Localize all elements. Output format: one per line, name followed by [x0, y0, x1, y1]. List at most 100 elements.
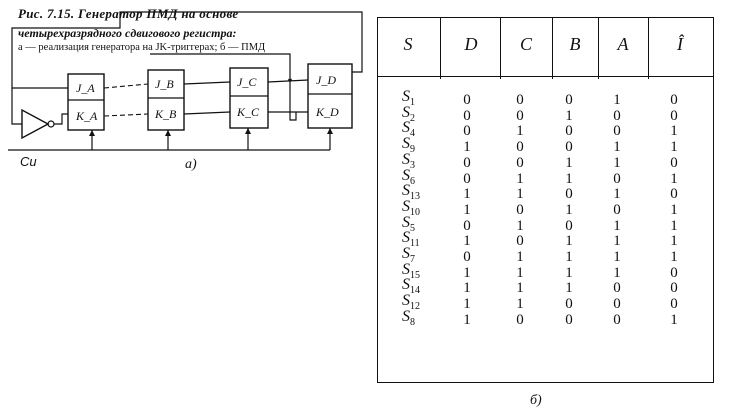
table-cell: 0	[613, 296, 621, 313]
table-cell: 1	[613, 249, 621, 265]
table-cell: 1	[463, 311, 471, 328]
table-cell: 0	[670, 280, 678, 297]
table-sublabel: б)	[530, 393, 542, 408]
table-cell: 0	[516, 107, 524, 124]
sequence-table	[377, 17, 714, 383]
table-cell: 1	[670, 139, 678, 156]
col-divider	[552, 17, 553, 79]
state-label: S14	[402, 276, 420, 297]
table-cell: 1	[565, 170, 573, 187]
wire-b-c-k	[183, 111, 231, 115]
state-label: S5	[402, 213, 415, 234]
table-cell: 1	[463, 186, 471, 203]
state-label: S1	[402, 88, 415, 109]
table-cell: 1	[565, 249, 573, 265]
header-b: B	[569, 34, 581, 54]
table-cell: 0	[516, 154, 524, 171]
header-c: C	[519, 34, 532, 54]
table-cell: 0	[565, 139, 573, 156]
wire-a-b-j	[103, 83, 149, 89]
pin-ka: K_A	[75, 109, 98, 123]
table-cell: 1	[670, 233, 678, 250]
table-cell: 1	[463, 201, 471, 218]
state-label: S13	[402, 182, 420, 203]
table-cell: 1	[613, 154, 621, 171]
table-cell: 1	[613, 217, 621, 234]
pin-jd: J_D	[316, 73, 336, 87]
table-cell: 1	[516, 217, 524, 234]
table-cell: 0	[565, 186, 573, 203]
table-cell: 0	[516, 311, 524, 328]
table-cell: 1	[613, 92, 621, 108]
col-divider	[648, 17, 649, 79]
table-cell: 0	[670, 107, 678, 124]
table-cell: 0	[463, 107, 471, 124]
table-cell: 0	[463, 92, 471, 108]
table-cell: 1	[516, 186, 524, 203]
header-s: S	[403, 34, 413, 54]
table-cell: 0	[516, 92, 524, 108]
table-cell: 1	[463, 233, 471, 250]
pin-jc: J_C	[237, 75, 257, 89]
table-cell: 0	[516, 139, 524, 156]
wire-c-d-j	[267, 79, 309, 83]
table-cell: 1	[565, 233, 573, 250]
col-divider	[500, 17, 501, 79]
table-cell: 0	[516, 233, 524, 250]
table-cell: 1	[670, 311, 678, 328]
state-label: S4	[402, 119, 415, 140]
pin-kc: K_C	[236, 105, 260, 119]
table-cell: 0	[670, 186, 678, 203]
state-label: S2	[402, 103, 415, 124]
table-cell: 0	[463, 154, 471, 171]
table-cell: 0	[613, 107, 621, 124]
table-cell: 1	[463, 280, 471, 297]
table-cell: 1	[516, 264, 524, 281]
col-divider	[598, 17, 599, 79]
table-cell: 0	[565, 123, 573, 140]
wire-c-d-cross	[289, 80, 297, 121]
figure-caption-subtitle: четырехразрядного сдвигового регистра:	[18, 26, 237, 40]
table-cell: 1	[613, 139, 621, 156]
table-cell: 0	[613, 280, 621, 297]
table-cell: 1	[613, 186, 621, 203]
table-cell: 1	[516, 170, 524, 187]
figure-caption-description: а — реализация генератора на JK-триггера…	[18, 42, 266, 53]
table-cell: 0	[463, 249, 471, 265]
table-cell: 1	[463, 139, 471, 156]
state-label: S11	[402, 229, 420, 250]
table-cell: 1	[565, 280, 573, 297]
pin-kb: K_B	[154, 107, 177, 121]
state-label: S8	[402, 307, 415, 328]
table-cell: 1	[516, 249, 524, 265]
table-cell: 0	[670, 264, 678, 281]
table-cell: 0	[463, 123, 471, 140]
pin-kd: K_D	[315, 105, 339, 119]
header-a: A	[617, 34, 629, 54]
table-cell: 1	[516, 296, 524, 313]
header-d: D	[464, 34, 478, 54]
clock-taps	[91, 128, 331, 150]
xor-feedback-wire	[150, 53, 291, 78]
table-cell: 0	[565, 311, 573, 328]
table-cell: 0	[670, 92, 678, 108]
wire-a-b-k	[103, 113, 149, 117]
table-cell: 1	[463, 264, 471, 281]
header-out: Î	[677, 34, 683, 54]
table-cell: 0	[463, 217, 471, 234]
table-cell: 0	[613, 311, 621, 328]
table-cell: 0	[613, 201, 621, 218]
table-cell: 1	[670, 249, 678, 265]
table-cell: 0	[565, 296, 573, 313]
state-label: S10	[402, 197, 420, 219]
inverter-input-wire	[11, 88, 22, 125]
state-label: S9	[402, 135, 415, 156]
clock-label: Си	[20, 154, 37, 169]
feedback-wire	[11, 11, 363, 89]
inverter-triangle	[21, 108, 50, 140]
table-cell: 1	[565, 201, 573, 218]
flipflop-c	[229, 67, 269, 129]
table-cell: 0	[670, 154, 678, 171]
state-label: S6	[402, 166, 415, 187]
table-cell: 0	[516, 201, 524, 218]
